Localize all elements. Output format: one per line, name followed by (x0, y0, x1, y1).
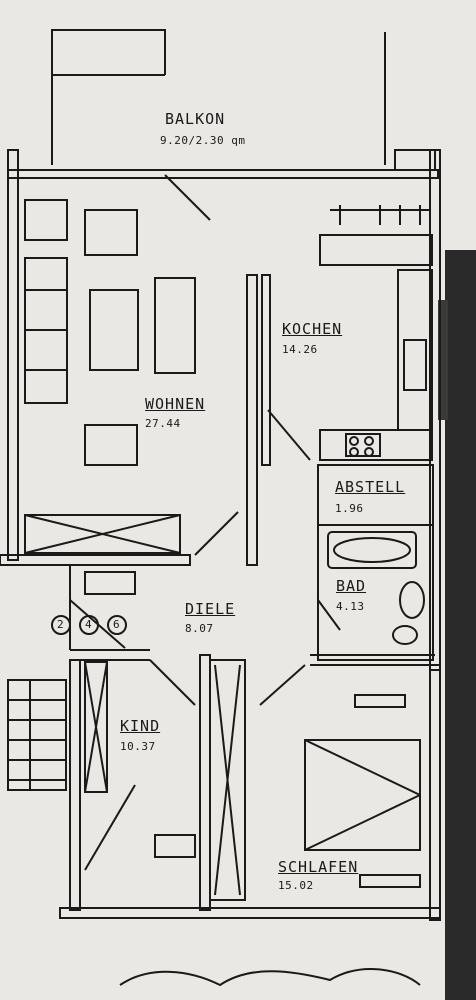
room-label-bad: BAD (336, 577, 367, 595)
room-label-abstell: ABSTELL (335, 478, 406, 496)
walls (0, 29, 441, 987)
area-wohnen: 27.44 (145, 417, 181, 430)
area-abstell: 1.96 (335, 502, 364, 515)
stair-marker: 6 (113, 618, 121, 631)
stair-marker: 2 (57, 618, 65, 631)
area-kochen: 14.26 (282, 343, 318, 356)
room-label-balkon: BALKON (165, 110, 226, 128)
room-label-wohnen: WOHNEN (145, 395, 206, 413)
area-diele: 8.07 (185, 622, 214, 635)
dark-right-edge (438, 250, 476, 1000)
room-label-diele: DIELE (185, 600, 236, 618)
area-balkon: 9.20/2.30 qm (160, 134, 246, 147)
area-schlafen: 15.02 (278, 879, 314, 892)
room-label-kind: KIND (120, 717, 161, 735)
room-label-kochen: KOCHEN (282, 320, 343, 338)
room-label-schlafen: SCHLAFEN (278, 858, 359, 876)
area-bad: 4.13 (336, 600, 365, 613)
area-kind: 10.37 (120, 740, 156, 753)
stair-marker: 4 (85, 618, 93, 631)
